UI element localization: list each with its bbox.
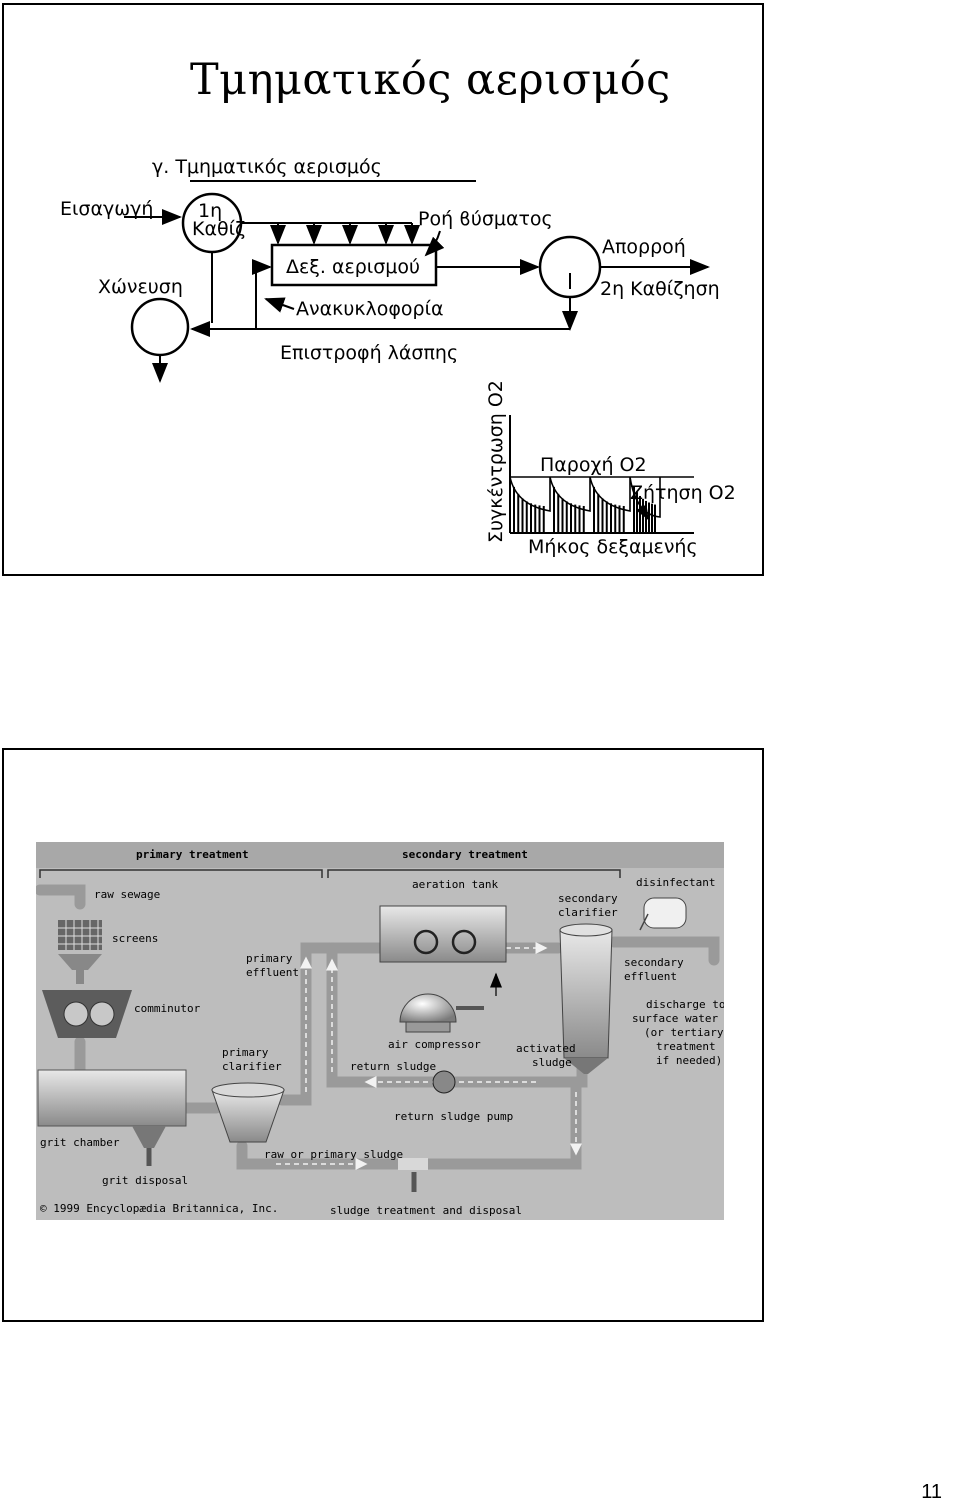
digestion-label: Χώνευση bbox=[98, 276, 183, 298]
primary-settling-label-1: 1η bbox=[198, 200, 222, 222]
slide-title: Τμηματικός αερισμός bbox=[190, 55, 671, 105]
graph-ylabel: Συγκέντρωση O2 bbox=[485, 380, 507, 543]
secondary-effluent-label-2: effluent bbox=[624, 970, 677, 983]
return-sludge-pump-label: return sludge pump bbox=[394, 1110, 513, 1123]
raw-primary-sludge-label: raw or primary sludge bbox=[264, 1148, 403, 1161]
slide-2: primary treatment secondary treatment bbox=[2, 748, 764, 1322]
secondary-clarifier-tank bbox=[559, 929, 613, 1059]
secondary-treatment-header: secondary treatment bbox=[402, 848, 528, 861]
air-compressor-dome bbox=[399, 993, 457, 1023]
graph-xlabel: Μήκος δεξαμενής bbox=[528, 536, 698, 558]
primary-clarifier-label-2: clarifier bbox=[222, 1060, 282, 1073]
graph-supply-label: Παροχή O2 bbox=[540, 454, 647, 476]
secondary-clarifier-label-1: secondary bbox=[558, 892, 618, 905]
screens-grid bbox=[58, 920, 102, 950]
primary-settling-label-2: Καθίζ bbox=[192, 218, 245, 240]
graph-cycle-curve bbox=[509, 476, 551, 512]
grit-chamber-label: grit chamber bbox=[40, 1136, 120, 1149]
activated-sludge-label-1: activated bbox=[516, 1042, 576, 1055]
flow-label: Ροή ϐύσματος bbox=[418, 208, 553, 230]
sludge-return-label: Επιστροφή λάσπης bbox=[280, 342, 458, 364]
discharge-label-2: surface water bbox=[632, 1012, 718, 1025]
primary-effluent-label-2: effluent bbox=[246, 966, 299, 979]
secondary-clarifier-label-2: clarifier bbox=[558, 906, 618, 919]
digestion-tank bbox=[130, 297, 190, 357]
raw-sewage-label: raw sewage bbox=[94, 888, 160, 901]
return-sludge-pump-icon bbox=[432, 1070, 456, 1094]
disinfectant-label: disinfectant bbox=[636, 876, 715, 889]
recirculation-label: Ανακυκλοφορία bbox=[296, 298, 444, 320]
disinfectant-bottle bbox=[643, 897, 687, 929]
britannica-diagram: primary treatment secondary treatment bbox=[36, 842, 724, 1220]
grit-chamber-tank bbox=[37, 1069, 187, 1127]
aeration-tank-label: aeration tank bbox=[412, 878, 498, 891]
graph-cycle-curve bbox=[589, 476, 631, 512]
copyright-label: © 1999 Encyclopædia Britannica, Inc. bbox=[40, 1202, 278, 1215]
sludge-treatment-label: sludge treatment and disposal bbox=[330, 1204, 522, 1217]
activated-sludge-label-2: sludge bbox=[532, 1056, 572, 1069]
discharge-label-5: if needed) bbox=[656, 1054, 722, 1067]
comminutor-label: comminutor bbox=[134, 1002, 201, 1015]
secondary-effluent-label-1: secondary bbox=[624, 956, 684, 969]
aeration-tank-unit bbox=[379, 905, 507, 963]
inlet-label: Εισαγωγή bbox=[60, 198, 153, 220]
discharge-label-1: discharge to bbox=[646, 998, 724, 1011]
primary-effluent-label-1: primary bbox=[246, 952, 293, 965]
slide-1: Τμηματικός αερισμός γ. Τμηματικός αερισμ… bbox=[2, 3, 764, 576]
discharge-label-4: treatment bbox=[656, 1040, 716, 1053]
graph-cycles bbox=[509, 476, 661, 533]
aeration-tank bbox=[270, 243, 438, 287]
secondary-settling-label: 2η Καθίζηση bbox=[600, 278, 720, 300]
oxygen-graph: Συγκέντρωση O2 Παροχή O2 Ζήτηση O2 Μήκος… bbox=[485, 380, 736, 558]
sketch-heading: γ. Τμηματικός αερισμός bbox=[152, 156, 382, 178]
graph-cycle-curve bbox=[549, 476, 591, 512]
discharge-label-3: (or tertiary bbox=[644, 1026, 724, 1039]
outflow-label: Απορροή bbox=[602, 236, 686, 258]
britannica-labels: raw sewage screens comminutor grit chamb… bbox=[40, 876, 724, 1217]
aeration-tank-label: Δεξ. αερισμού bbox=[286, 256, 420, 278]
air-compressor-label: air compressor bbox=[388, 1038, 481, 1051]
return-sludge-label: return sludge bbox=[350, 1060, 436, 1073]
process-sketch: γ. Τμηματικός αερισμός Εισαγωγή 1η Καθίζ… bbox=[60, 156, 736, 558]
screens-label: screens bbox=[112, 932, 158, 945]
primary-treatment-header: primary treatment bbox=[136, 848, 249, 861]
page-number: 11 bbox=[921, 1481, 942, 1503]
primary-clarifier-label-1: primary bbox=[222, 1046, 269, 1059]
graph-demand-label: Ζήτηση O2 bbox=[630, 482, 736, 504]
grit-disposal-label: grit disposal bbox=[102, 1174, 188, 1187]
